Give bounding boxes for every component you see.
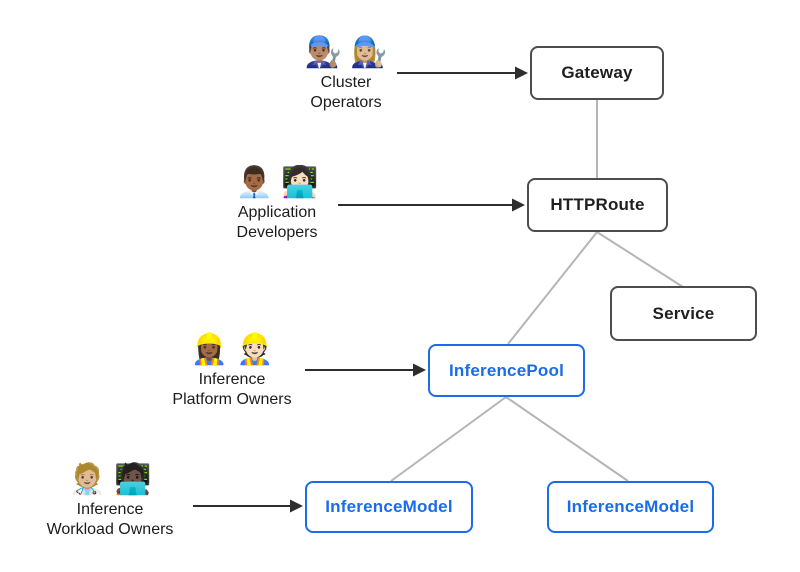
node-httproute: HTTPRoute <box>527 178 668 232</box>
arrow-inference-platform-owners-to-inferencepool <box>305 363 426 377</box>
node-gateway-label: Gateway <box>561 63 633 82</box>
node-inferencemodel-right: InferenceModel <box>547 481 714 533</box>
node-gateway: Gateway <box>530 46 664 100</box>
edge-inferencepool-inferencemodel-right <box>505 396 629 482</box>
office-worker-technologist-emoji-pair-icon: 👨🏾‍💼 👩🏻‍💻 <box>235 166 319 199</box>
node-inferencemodel-right-label: InferenceModel <box>566 497 695 516</box>
edge-httproute-inferencepool <box>507 231 598 345</box>
node-inferencepool-label: InferencePool <box>448 360 565 380</box>
node-httproute-label: HTTPRoute <box>550 195 645 214</box>
node-inferencemodel-left: InferenceModel <box>305 481 473 533</box>
edge-inferencepool-inferencemodel-left <box>390 396 507 482</box>
persona-inference-platform-owners: 👷🏾‍♀️ 👷🏻 Inference Platform Owners <box>147 330 317 410</box>
persona-inference-workload-owners: 🧑🏼‍⚕️ 🧑🏿‍💻 Inference Workload Owners <box>25 460 195 540</box>
mechanic-emoji-pair-icon: 👨🏽‍🔧 👩🏼‍🔧 <box>304 36 388 69</box>
persona-label: Inference Platform Owners <box>172 371 292 408</box>
persona-application-developers: 👨🏾‍💼 👩🏻‍💻 Application Developers <box>192 163 362 243</box>
arrow-cluster-operators-to-gateway <box>397 66 528 80</box>
node-service-label: Service <box>652 303 715 323</box>
arrow-application-developers-to-httproute <box>338 198 525 212</box>
node-inferencepool: InferencePool <box>428 344 585 397</box>
node-inferencemodel-left-label: InferenceModel <box>325 497 453 516</box>
persona-cluster-operators: 👨🏽‍🔧 👩🏼‍🔧 Cluster Operators <box>261 33 431 113</box>
health-worker-technologist-emoji-pair-icon: 🧑🏼‍⚕️ 🧑🏿‍💻 <box>68 463 152 496</box>
construction-worker-emoji-pair-icon: 👷🏾‍♀️ 👷🏻 <box>190 333 274 366</box>
persona-label: Inference Workload Owners <box>46 501 174 538</box>
persona-label: Application Developers <box>236 204 318 241</box>
node-service: Service <box>610 286 757 341</box>
arrow-inference-workload-owners-to-inferencemodel <box>193 499 303 513</box>
persona-label: Cluster Operators <box>310 74 382 111</box>
edge-httproute-service <box>596 231 684 288</box>
